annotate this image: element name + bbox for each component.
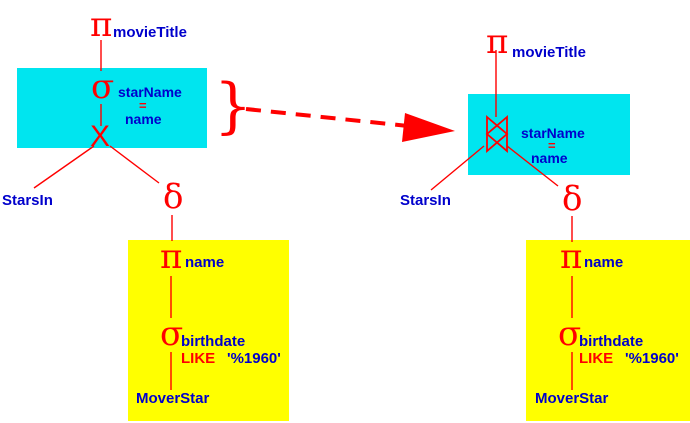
left-select-birth-like-keyword: LIKE — [181, 350, 216, 367]
right-project-name-symbol: π — [560, 237, 583, 277]
left-project-top-subscript: movieTitle — [113, 24, 187, 41]
left-select-birth-like-pattern: '%1960' — [227, 350, 281, 367]
right-moviestar-label: MoverStar — [535, 390, 609, 407]
edge-right-join-delta — [506, 145, 559, 187]
right-project-top-subscript: movieTitle — [512, 44, 586, 61]
left-select-join-symbol: σ — [91, 67, 115, 107]
transform-arrow-head — [402, 113, 455, 142]
left-moviestar-label: MoverStar — [136, 390, 210, 407]
left-select-birth-subscript: birthdate — [181, 333, 246, 350]
right-join-attr-right: name — [531, 150, 568, 166]
join-bowtie-icon — [485, 115, 509, 153]
right-starsin-label: StarsIn — [400, 192, 451, 209]
left-select-join-attr-right: name — [125, 111, 162, 127]
left-cross-product-symbol: X — [90, 120, 111, 153]
right-join-highlight-box — [468, 94, 630, 175]
right-join-symbol-text: ⋈ — [488, 118, 514, 144]
right-delta-symbol: δ — [562, 179, 583, 219]
left-project-name-symbol: π — [160, 237, 183, 277]
left-delta-symbol: δ — [163, 177, 184, 217]
right-join-equals: = — [548, 138, 556, 153]
right-project-top-symbol: π — [486, 22, 509, 62]
left-project-top-symbol: π — [90, 5, 113, 45]
left-join-highlight-box — [17, 68, 207, 148]
left-project-name-subscript: name — [185, 254, 225, 271]
left-select-birth-symbol: σ — [160, 314, 184, 354]
right-join-attr-left: starName — [521, 125, 585, 141]
right-subquery-highlight-box — [526, 240, 690, 421]
right-project-name-subscript: name — [584, 254, 624, 271]
left-select-join-equals: = — [139, 98, 147, 113]
transform-arrow-shaft — [245, 107, 409, 128]
edge-left-cross-delta — [109, 145, 160, 184]
group-brace: } — [214, 71, 253, 141]
left-select-join-attr-left: starName — [118, 84, 182, 100]
left-subquery-highlight-box — [128, 240, 289, 421]
right-select-birth-like-pattern: '%1960' — [625, 350, 679, 367]
right-select-birth-subscript: birthdate — [579, 333, 644, 350]
edge-right-join-starsin — [430, 145, 485, 191]
right-select-birth-symbol: σ — [558, 314, 582, 354]
left-starsin-label: StarsIn — [2, 192, 53, 209]
right-select-birth-like-keyword: LIKE — [579, 350, 614, 367]
edge-left-cross-starsin — [33, 145, 95, 189]
